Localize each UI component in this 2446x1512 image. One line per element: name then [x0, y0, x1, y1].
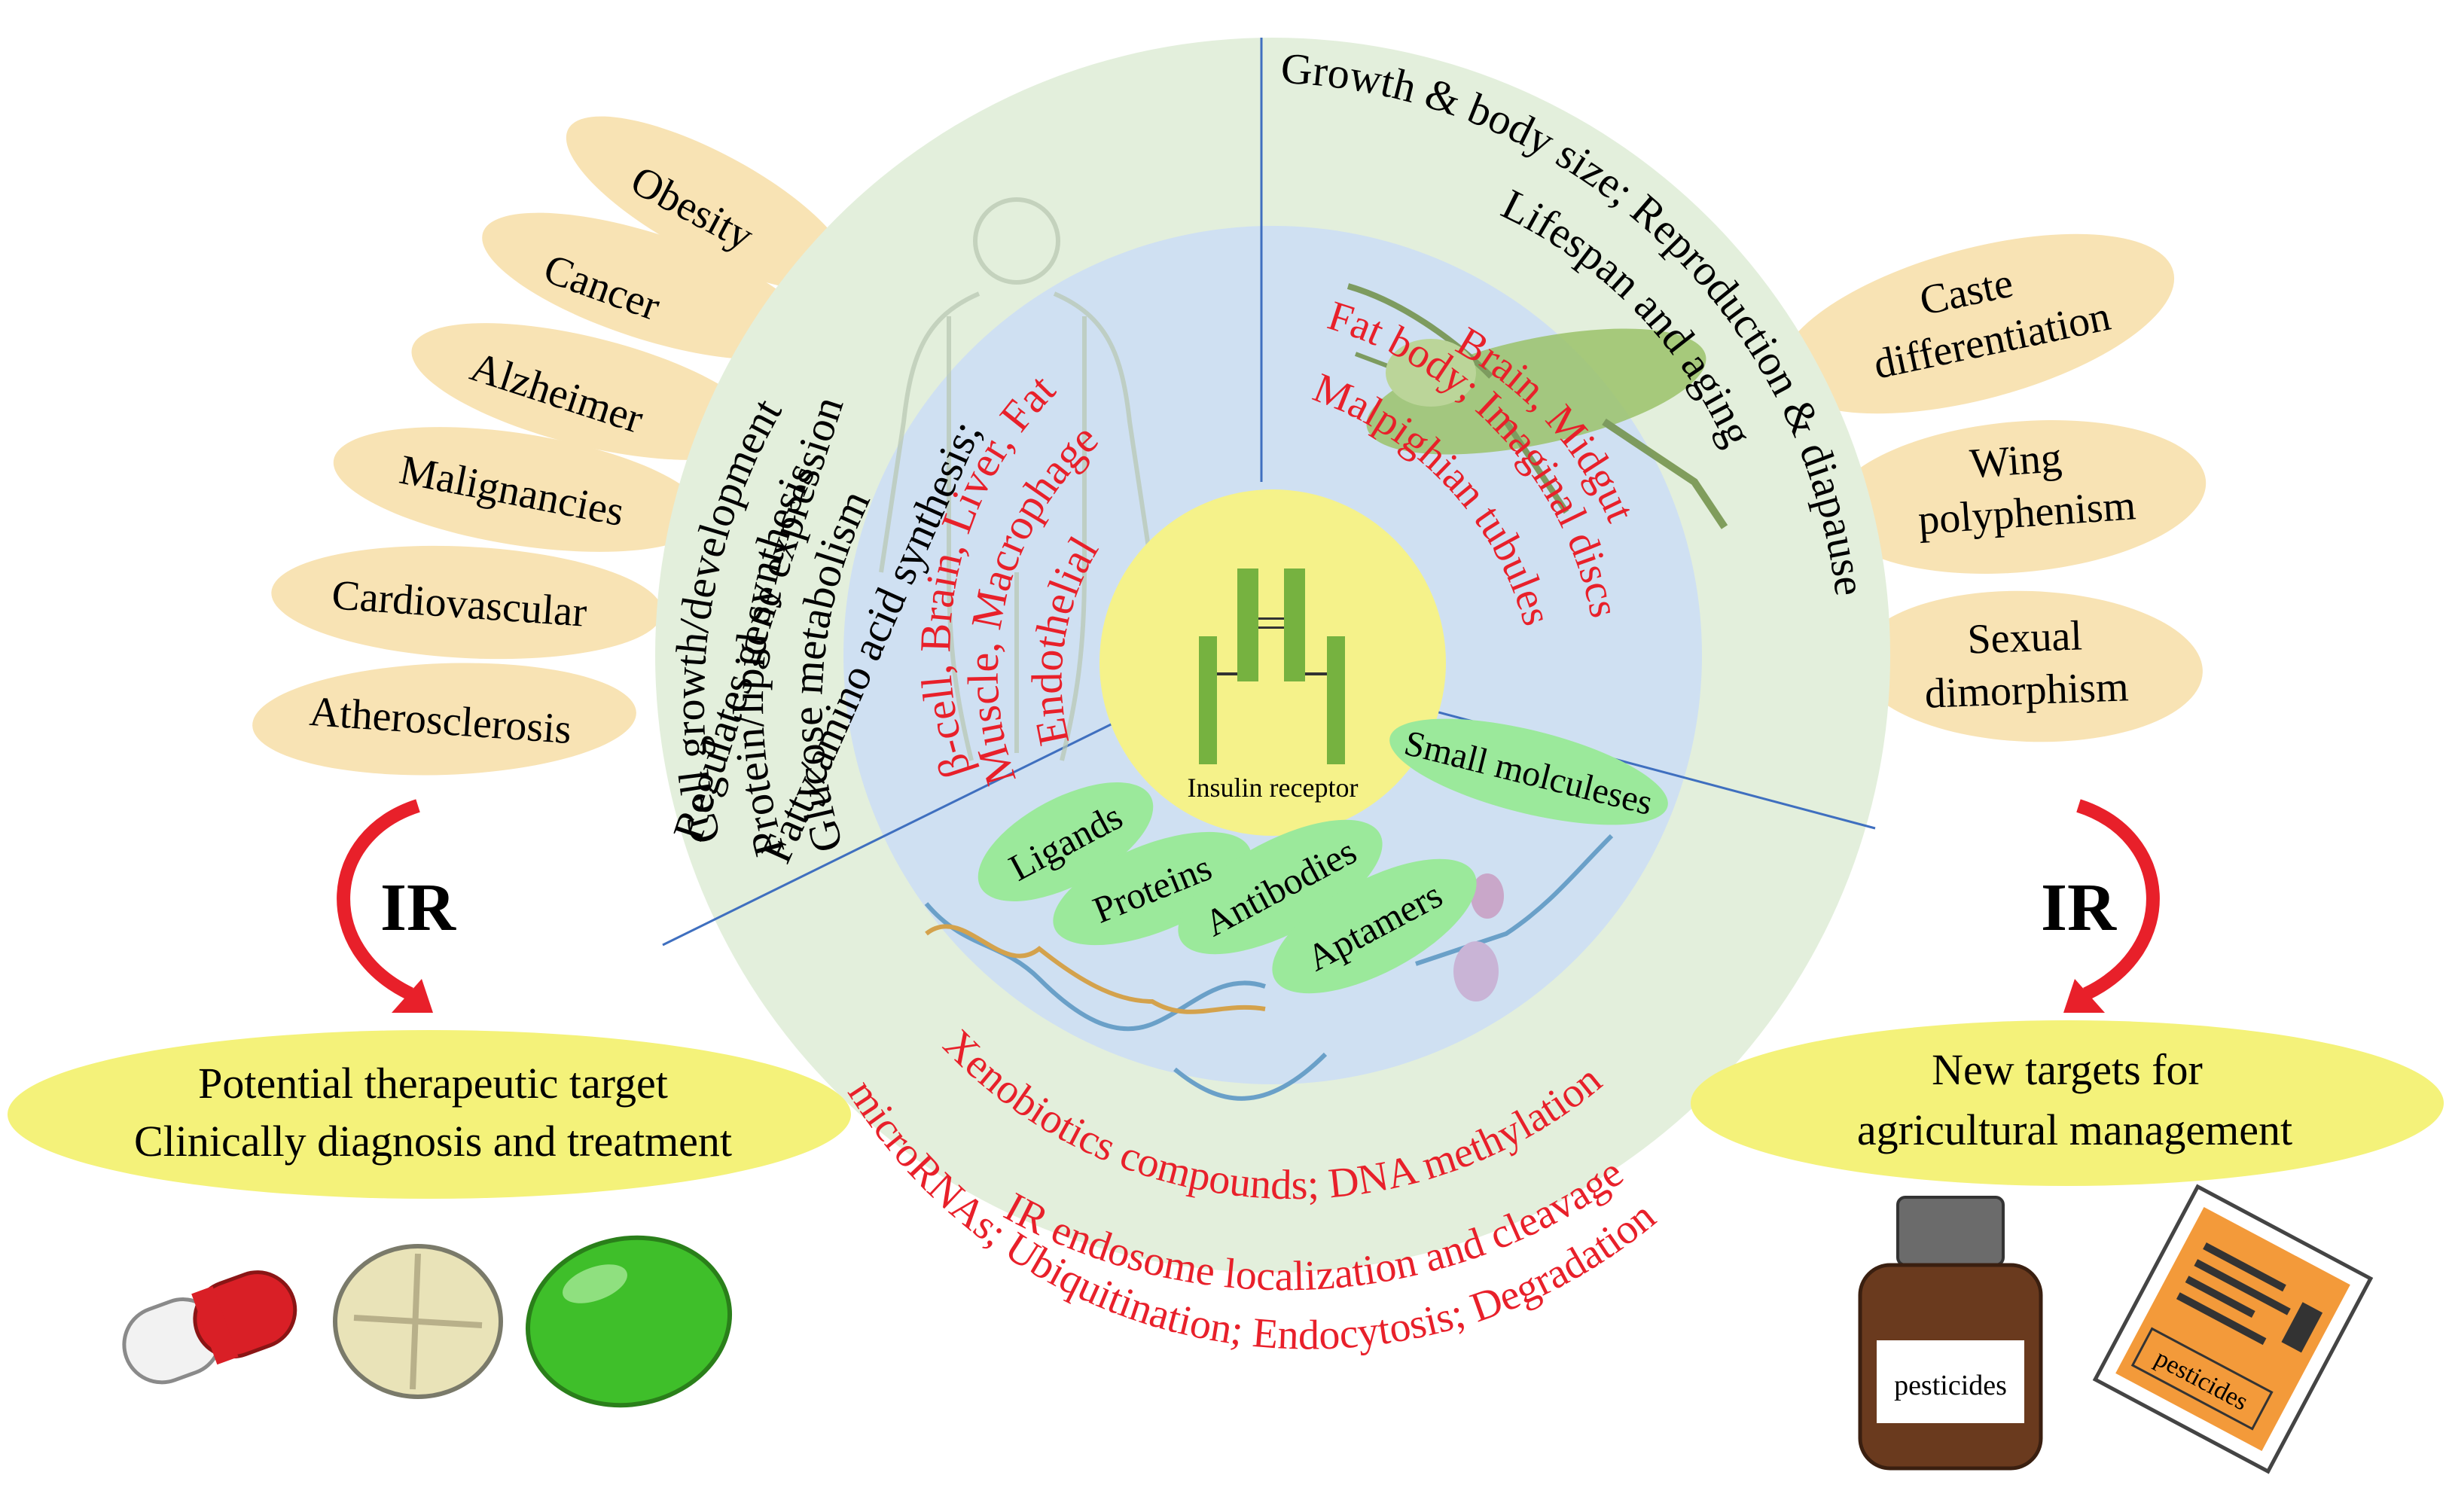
- petal: [482, 212, 813, 360]
- therapeutic-target-ellipse: [8, 1030, 851, 1199]
- petal: [1779, 233, 2175, 414]
- trait-label: Wing: [1969, 434, 2063, 487]
- disease-petals: [252, 116, 850, 776]
- capsule-icon: [122, 1270, 297, 1385]
- pill: [1178, 819, 1383, 955]
- trait-petals: [1779, 233, 2207, 742]
- pill: [1053, 831, 1252, 946]
- dna-image: [924, 834, 1614, 1101]
- insulin-receptor-icon: [1199, 569, 1345, 764]
- center-label: Insulin receptor: [1188, 773, 1359, 803]
- molecule-pills: [977, 718, 1668, 994]
- petal: [271, 545, 663, 660]
- soft-gel-icon: [525, 1235, 733, 1408]
- ir-arrow-left: IR: [337, 799, 456, 1013]
- grasshopper-image: [1347, 283, 1728, 529]
- therapeutic-target-line: Clinically diagnosis and treatment: [134, 1117, 732, 1166]
- pill: [1272, 858, 1477, 994]
- tablet-icon: [333, 1244, 503, 1399]
- petal: [252, 663, 636, 776]
- pill: [1389, 718, 1668, 825]
- ir-label: IR: [2041, 870, 2117, 945]
- human-silhouette: [879, 197, 1154, 761]
- pill: [977, 782, 1154, 901]
- center-circle: [1099, 489, 1446, 836]
- petal: [1830, 420, 2207, 574]
- petal: [411, 323, 764, 460]
- agricultural-target-line: New targets for: [1932, 1045, 2203, 1094]
- therapeutic-target-line: Potential therapeutic target: [198, 1059, 668, 1108]
- pesticide-bottle-icon: pesticides: [1858, 1196, 2043, 1471]
- agricultural-target-ellipse: [1691, 1020, 2444, 1186]
- ir-arrow-right: IR: [2041, 799, 2160, 1013]
- petal: [566, 116, 850, 291]
- agricultural-target-line: agricultural management: [1857, 1105, 2292, 1154]
- petal: [333, 427, 706, 552]
- trait-label: Sexual: [1966, 612, 2082, 663]
- petal: [1856, 590, 2203, 742]
- trait-label: dimorphism: [1924, 663, 2130, 717]
- pesticide-label: pesticides: [1894, 1370, 2007, 1401]
- ir-label: IR: [380, 870, 456, 945]
- pesticide-packet-icon: pesticides: [2092, 1184, 2374, 1474]
